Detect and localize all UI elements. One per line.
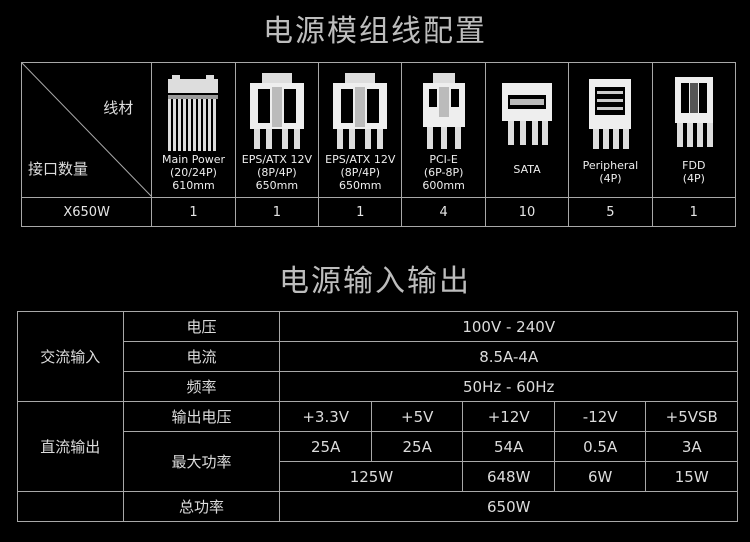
connector-label: PCI-E (6P-8P) 600mm (422, 153, 465, 192)
fdd-connector-icon (674, 77, 713, 147)
connector-eps-1: EPS/ATX 12V (8P/4P) 650mm (234, 62, 320, 198)
rail-current: 25A (370, 431, 464, 462)
rail-current: 0.5A (553, 431, 647, 462)
cable-config-table: 线材 接口数量 (20, 62, 737, 227)
rail-current: 25A (279, 431, 372, 462)
cable-config-title: 电源模组线配置 (263, 14, 487, 49)
pcie-connector-icon (422, 73, 465, 149)
max-power-label: 最大功率 (122, 431, 281, 492)
connector-pcie: PCI-E (6P-8P) 600mm (401, 62, 486, 198)
connector-label: FDD (4P) (682, 159, 706, 185)
total-power-label: 总功率 (122, 491, 281, 522)
output-voltage-label: 输出电压 (122, 401, 281, 432)
io-spec-table: 交流输入 电压 100V - 240V 电流 8.5A-4A 频率 50Hz -… (17, 311, 738, 522)
port-count: 1 (651, 197, 737, 227)
port-count: 5 (568, 197, 653, 227)
connector-main-power: Main Power (20/24P) 610mm (151, 62, 236, 198)
rail-voltage: -12V (553, 401, 647, 432)
rail-current: 3A (645, 431, 738, 462)
main-power-connector-icon (168, 75, 219, 151)
connector-peripheral: Peripheral (4P) (568, 62, 653, 198)
total-power-value: 650W (279, 491, 738, 522)
diagonal-divider (22, 63, 152, 197)
rail-power-12v: 648W (462, 461, 555, 492)
connector-eps-2: EPS/ATX 12V (8P/4P) 650mm (318, 62, 403, 198)
connector-fdd: FDD (4P) (651, 62, 737, 198)
total-power-spacer (17, 491, 124, 522)
connector-label: EPS/ATX 12V (8P/4P) 650mm (241, 153, 312, 192)
ac-input-label: 交流输入 (17, 311, 124, 402)
combined-power: 125W (279, 461, 464, 492)
port-count: 4 (401, 197, 486, 227)
cable-header-label: 线材 (103, 99, 134, 117)
port-count-header-label: 接口数量 (28, 160, 89, 178)
port-count: 1 (151, 197, 236, 227)
port-count: 1 (234, 197, 320, 227)
current-label: 电流 (122, 341, 281, 372)
frequency-label: 频率 (122, 371, 281, 402)
rail-voltage: +5VSB (645, 401, 738, 432)
frequency-value: 50Hz - 60Hz (279, 371, 738, 402)
port-count: 1 (318, 197, 403, 227)
connector-label: Main Power (20/24P) 610mm (161, 153, 225, 192)
voltage-label: 电压 (122, 311, 281, 342)
rail-voltage: +3.3V (279, 401, 372, 432)
connector-label: EPS/ATX 12V (8P/4P) 650mm (325, 153, 396, 192)
connector-label: SATA (513, 163, 541, 176)
sata-connector-icon (502, 83, 553, 145)
rail-voltage: +5V (370, 401, 464, 432)
header-diagonal-cell: 线材 接口数量 (20, 62, 153, 198)
io-spec-title: 电源输入输出 (279, 264, 471, 299)
rail-power-5vsb: 15W (645, 461, 738, 492)
port-count: 10 (484, 197, 570, 227)
connector-sata: SATA (484, 62, 570, 198)
peripheral-connector-icon (589, 79, 632, 149)
rail-power-neg12v: 6W (553, 461, 647, 492)
eps-connector-icon (249, 73, 304, 149)
rail-current: 54A (462, 431, 555, 462)
current-value: 8.5A-4A (279, 341, 738, 372)
model-name: X650W (20, 197, 153, 227)
eps-connector-icon (333, 73, 388, 149)
rail-voltage: +12V (462, 401, 555, 432)
connector-label: Peripheral (4P) (582, 159, 639, 185)
voltage-value: 100V - 240V (279, 311, 738, 342)
dc-output-label: 直流输出 (17, 401, 124, 492)
